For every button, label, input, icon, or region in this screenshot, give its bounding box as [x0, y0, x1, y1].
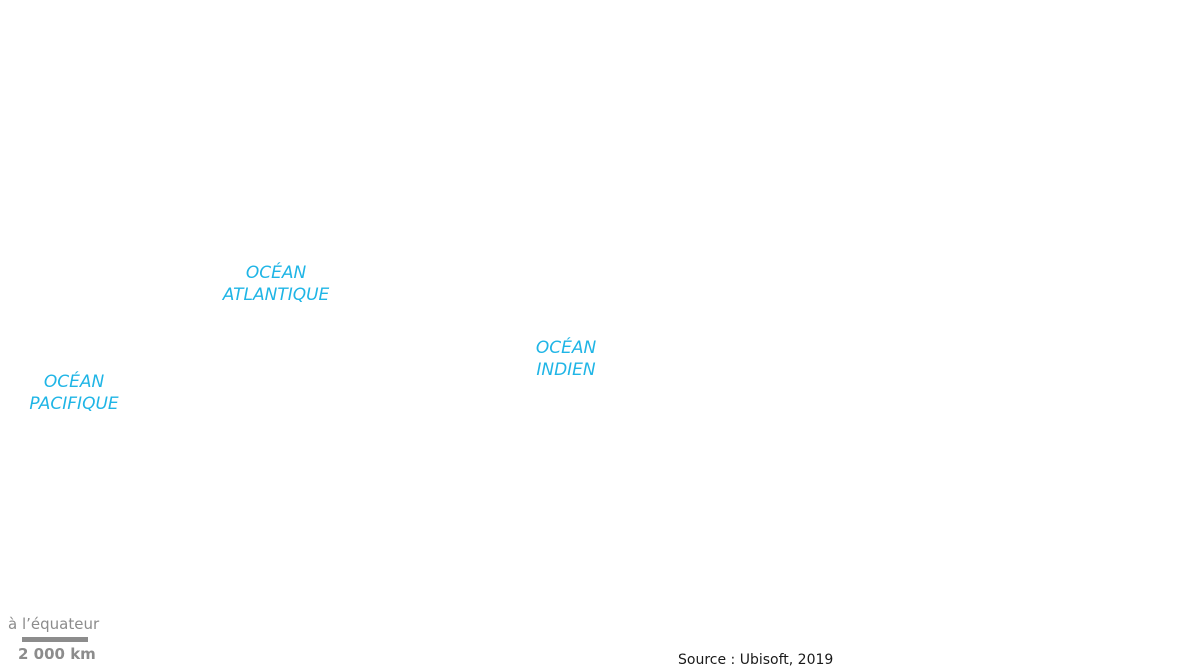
ocean-label-indien: OCÉAN INDIEN: [516, 337, 616, 381]
ocean-label-atlantique-line2: ATLANTIQUE: [222, 285, 330, 305]
ocean-label-pacifique-line1: OCÉAN: [43, 372, 105, 392]
ocean-label-indien-line2: INDIEN: [536, 360, 596, 380]
ocean-label-pacifique: OCÉAN PACIFIQUE: [22, 371, 126, 415]
ocean-label-atlantique: OCÉAN ATLANTIQUE: [216, 262, 336, 306]
map-scale: à l’équateur 2 000 km: [8, 614, 118, 664]
scale-bar: [22, 637, 88, 642]
scale-value: 2 000 km: [18, 645, 96, 663]
ocean-label-pacifique-line2: PACIFIQUE: [29, 394, 119, 414]
ocean-label-atlantique-line1: OCÉAN: [245, 263, 307, 283]
scale-caption: à l’équateur: [8, 615, 100, 633]
source-credit: Source : Ubisoft, 2019: [678, 652, 834, 668]
ocean-label-indien-line1: OCÉAN: [535, 338, 597, 358]
